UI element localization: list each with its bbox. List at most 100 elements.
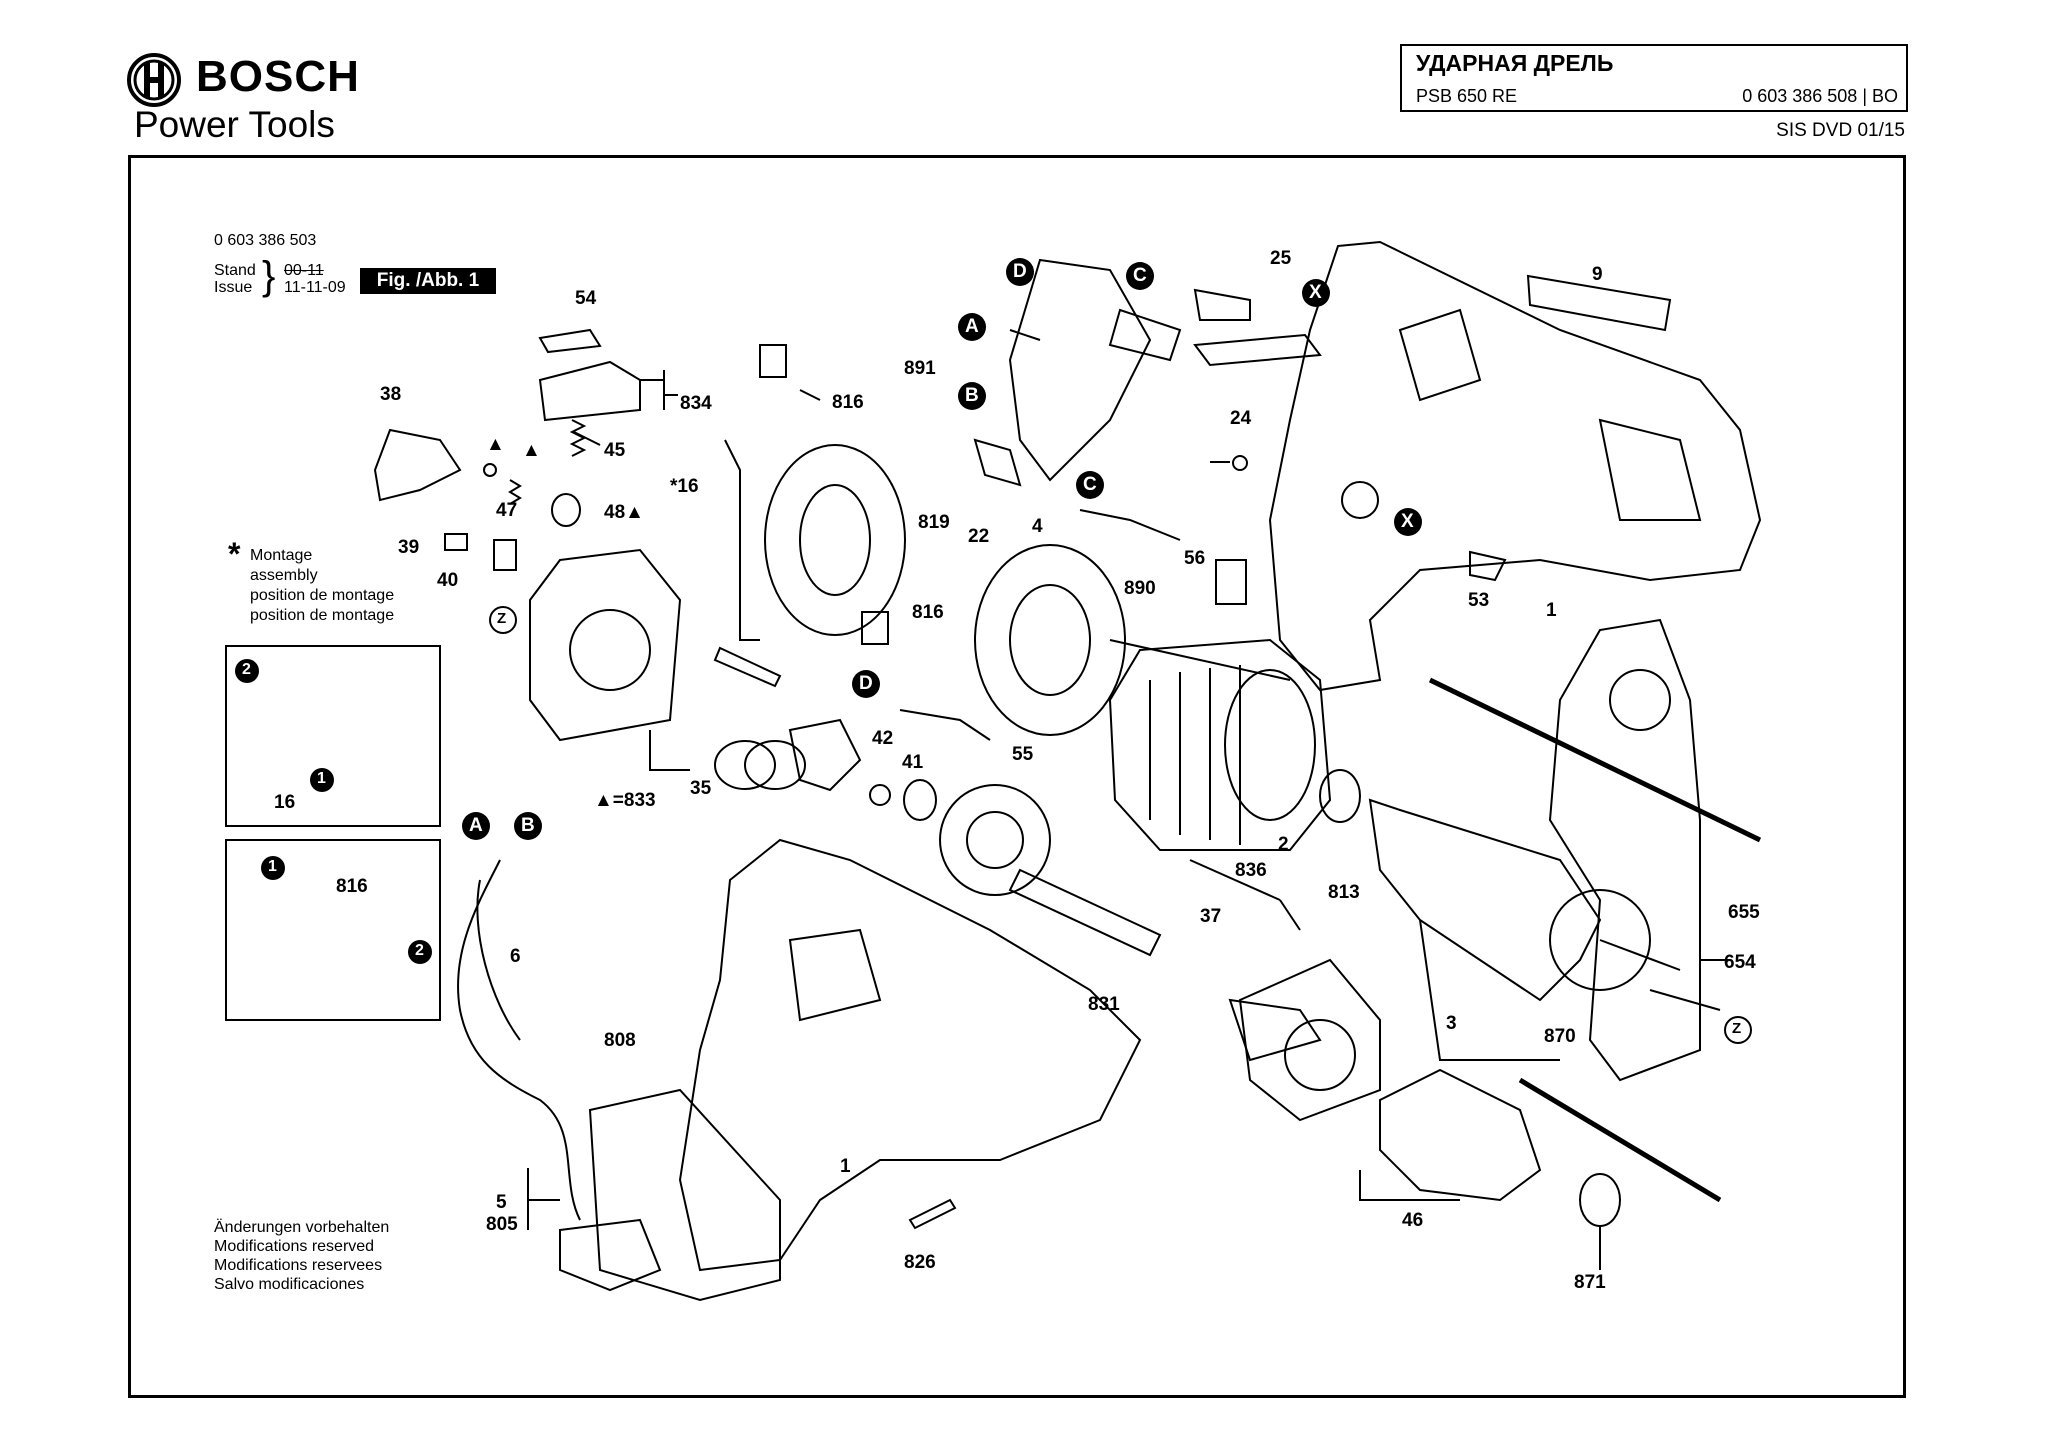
callout-25: 25 <box>1270 248 1292 269</box>
product-number: 0 603 386 508 | BO <box>1742 86 1898 106</box>
chuck-46 <box>1379 1068 1542 1202</box>
callout-1: 1 <box>1546 600 1557 621</box>
note-line: Modifications reservees <box>214 1257 383 1274</box>
step-number: 1 <box>268 858 277 875</box>
callout-833: ▲=833 <box>594 790 656 811</box>
marker-letter: Z <box>497 610 507 627</box>
bosch-armature-icon <box>127 53 181 107</box>
lever-38 <box>373 428 462 502</box>
auxiliary-handle-654 <box>1548 618 1701 1082</box>
marker-a-cable <box>462 812 490 840</box>
callout-24: 24 <box>1230 408 1252 429</box>
marker-letter: X <box>1401 511 1414 532</box>
callout-816: 816 <box>832 392 864 413</box>
callout-35: 35 <box>690 778 712 799</box>
marker-b-cable <box>514 812 542 840</box>
cable-6 <box>457 859 581 1221</box>
marker-c-top <box>1126 262 1154 290</box>
product-model: PSB 650 RE <box>1416 86 1518 106</box>
marker-a-switch <box>958 313 986 341</box>
cover-808 <box>588 1088 781 1302</box>
legend-line: position de montage <box>250 607 395 624</box>
modification-notes: Änderungen vorbehalten Modifications res… <box>214 1218 389 1294</box>
legend-line: assembly <box>250 567 318 584</box>
figure-ref-number: 0 603 386 503 <box>214 232 317 249</box>
main-housing-1 <box>678 838 1142 1272</box>
callout-triangle: ▲ <box>486 434 505 455</box>
callout-9: 9 <box>1592 264 1603 285</box>
switch-4 <box>1008 258 1152 482</box>
note-line: Modifications reserved <box>214 1238 375 1255</box>
callout-22: 22 <box>968 526 990 547</box>
marker-x-top <box>1302 279 1330 307</box>
step-1-inset1 <box>310 768 334 792</box>
callout-37: 37 <box>1200 906 1222 927</box>
brand-subtitle: Power Tools <box>134 104 335 145</box>
callout-53: 53 <box>1468 590 1490 611</box>
part-25 <box>1193 333 1322 367</box>
legend-line: Montage <box>250 547 313 564</box>
big-gear <box>939 784 1051 896</box>
callout-45: 45 <box>604 440 626 461</box>
callout-47: 47 <box>496 500 518 521</box>
brush-holder-assembly <box>974 544 1126 736</box>
step-2-inset2 <box>408 940 432 964</box>
legend-star: * <box>228 536 241 572</box>
issue-label: Issue <box>214 279 253 296</box>
title-block: УДАРНАЯ ДРЕЛЬ PSB 650 RE 0 603 386 508 |… <box>1400 44 1908 112</box>
callout-16: 16 <box>274 792 296 813</box>
step-number: 2 <box>242 661 251 678</box>
marker-letter: A <box>469 815 483 836</box>
inset-brush-holder-box <box>225 645 441 827</box>
marker-b-switch <box>958 382 986 410</box>
callout-2: 2 <box>1278 834 1289 855</box>
marker-letter: X <box>1309 282 1322 303</box>
callout-48: 48▲ <box>604 502 644 523</box>
callout-1: 1 <box>840 1156 851 1177</box>
brand-name: BOSCH <box>196 52 360 101</box>
callout-816: 816 <box>912 602 944 623</box>
callout-813: 813 <box>1328 882 1360 903</box>
callout-5: 5 <box>496 1192 507 1213</box>
marker-d-top <box>1006 258 1034 286</box>
marker-letter: C <box>1083 474 1097 495</box>
callout-40: 40 <box>437 570 459 591</box>
callout-655: 655 <box>1728 902 1760 923</box>
legend-text: Montage assembly position de montage pos… <box>250 546 394 626</box>
callout-56: 56 <box>1184 548 1206 569</box>
note-line: Änderungen vorbehalten <box>214 1219 390 1236</box>
callout-triangle: ▲ <box>522 440 541 461</box>
step-1-inset2 <box>261 856 285 880</box>
marker-letter: D <box>859 673 873 694</box>
marker-letter: D <box>1013 261 1027 282</box>
gear-housing-836 <box>1238 958 1381 1122</box>
brush-holder-16 <box>764 444 906 636</box>
callout-4: 4 <box>1032 516 1043 537</box>
sis-reference: SIS DVD 01/15 <box>1776 120 1905 141</box>
bearing-shield <box>529 548 682 742</box>
pin <box>713 646 782 688</box>
legend-line: position de montage <box>250 587 395 604</box>
marker-z-right <box>1724 1016 1752 1044</box>
housing-half-9 <box>1268 240 1762 692</box>
marker-x-housing <box>1394 508 1422 536</box>
armature-3 <box>1368 798 1602 1002</box>
plug-805 <box>559 1218 662 1292</box>
callout-870: 870 <box>1544 1026 1576 1047</box>
marker-z-left <box>489 606 517 634</box>
callout-46: 46 <box>1402 1210 1424 1231</box>
housing-shield-line <box>1526 274 1672 332</box>
marker-letter: B <box>965 385 979 406</box>
callout-16: *16 <box>670 476 699 497</box>
callout-891: 891 <box>904 358 936 379</box>
note-line: Salvo modificaciones <box>214 1276 365 1293</box>
callout-6: 6 <box>510 946 521 967</box>
callout-834: 834 <box>680 393 712 414</box>
marker-letter: A <box>965 316 979 337</box>
callout-890: 890 <box>1124 578 1156 599</box>
part-54 <box>538 328 602 354</box>
stand-label: Stand <box>214 262 256 279</box>
figure-label: Fig. /Abb. 1 <box>360 268 496 294</box>
callout-39: 39 <box>398 537 420 558</box>
